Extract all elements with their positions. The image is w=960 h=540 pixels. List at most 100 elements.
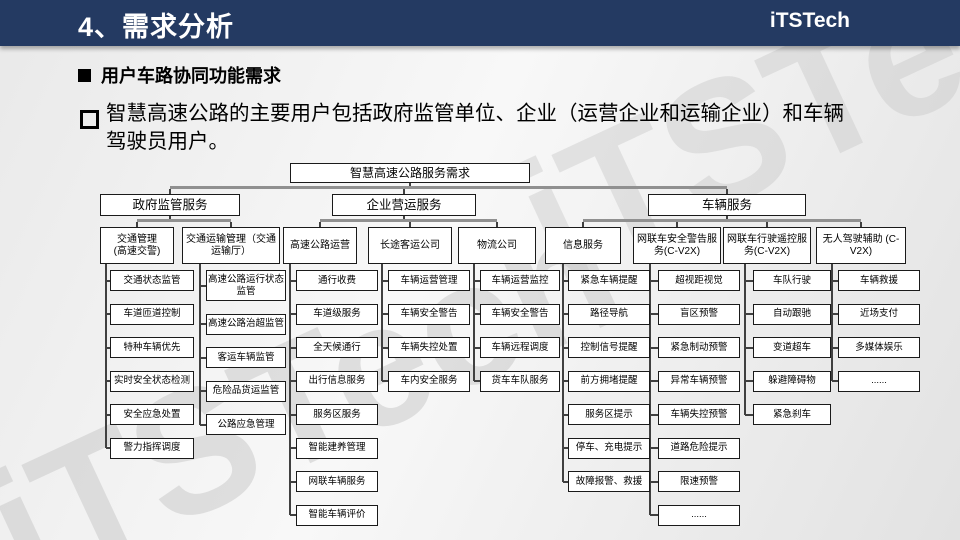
- connector-line: [726, 216, 728, 220]
- category-box: 高速公路运营: [283, 227, 357, 264]
- connector-line: [200, 323, 206, 325]
- category-box: 交通管理 (高速交警): [100, 227, 174, 264]
- section-heading-row: 用户车路协同功能需求: [78, 62, 281, 88]
- connector-line: [474, 346, 480, 349]
- leaf-box: 网联车辆服务: [296, 471, 378, 492]
- connector-line: [860, 222, 862, 227]
- leaf-box: 控制信号提醒: [568, 337, 650, 358]
- connector-line: [563, 380, 568, 382]
- connector-line: [744, 264, 746, 415]
- leaf-box: 实时安全状态检测: [110, 370, 194, 392]
- connector-line: [650, 480, 658, 483]
- category-box: 信息服务: [545, 227, 621, 264]
- leaf-box: 前方拥堵提醒: [568, 370, 650, 392]
- leaf-box: 路径导航: [568, 303, 650, 325]
- connector-line: [832, 313, 838, 315]
- connector-line: [403, 216, 405, 220]
- connector-line: [290, 346, 296, 349]
- leaf-box: 自动跟驰: [753, 303, 831, 325]
- leaf-box: 交通状态监管: [110, 270, 194, 291]
- leaf-box: 车道匝道控制: [110, 303, 194, 325]
- connector-line: [563, 346, 568, 349]
- leaf-box: 故障报警、救援: [568, 471, 650, 492]
- connector-line: [105, 264, 107, 448]
- leaf-box: 道路危险提示: [658, 437, 740, 459]
- leaf-box: 车辆远程调度: [480, 337, 560, 358]
- leaf-box: 停车、充电提示: [568, 437, 650, 459]
- page-title: 4、需求分析: [78, 12, 235, 42]
- leaf-box: 车辆失控处置: [388, 337, 470, 358]
- connector-line: [473, 264, 475, 381]
- leaf-box: 车道级服务: [296, 303, 378, 325]
- leaf-box: 紧急车辆提醒: [568, 270, 650, 291]
- connector-line: [106, 346, 110, 349]
- connector-line: [136, 222, 138, 227]
- connector-line: [650, 514, 658, 516]
- connector-line: [563, 413, 568, 416]
- connector-line: [382, 279, 388, 282]
- leaf-box: 车辆安全警告: [480, 303, 560, 325]
- leaf-box: 全天候通行: [296, 337, 378, 358]
- connector-line: [230, 222, 232, 227]
- connector-line: [403, 189, 405, 194]
- connector-line: [563, 279, 568, 282]
- section-heading: 用户车路协同功能需求: [101, 66, 281, 86]
- leaf-box: 限速预警: [658, 471, 740, 492]
- connector-line: [676, 222, 678, 227]
- connector-line: [766, 222, 768, 227]
- connector-line: [169, 216, 171, 220]
- connector-line: [832, 346, 838, 349]
- connector-line: [137, 219, 231, 222]
- category-box: 长途客运公司: [368, 227, 452, 264]
- connector-line: [382, 380, 388, 382]
- leaf-box: 车辆失控预警: [658, 404, 740, 425]
- leaf-box: 服务区提示: [568, 404, 650, 425]
- connector-line: [745, 313, 753, 315]
- connector-line: [382, 346, 388, 349]
- leaf-box: 车辆安全警告: [388, 303, 470, 325]
- connector-line: [290, 480, 296, 483]
- leaf-box: 异常车辆预警: [658, 370, 740, 392]
- tree-root-box: 智慧高速公路服务需求: [290, 163, 530, 183]
- category-box: 无人驾驶辅助 (C-V2X): [816, 227, 906, 264]
- connector-line: [106, 313, 110, 315]
- connector-line: [650, 447, 658, 449]
- leaf-box: 盲区预警: [658, 303, 740, 325]
- group-box: 车辆服务: [648, 194, 806, 216]
- category-box: 网联车行驶遥控服务(C-V2X): [723, 227, 811, 264]
- connector-line: [745, 279, 753, 282]
- connector-line: [563, 313, 568, 315]
- connector-line: [320, 219, 497, 222]
- connector-line: [650, 413, 658, 416]
- leaf-box: 智能车辆评价: [296, 504, 378, 526]
- connector-line: [170, 186, 727, 189]
- connector-line: [290, 279, 296, 282]
- connector-line: [381, 264, 383, 381]
- leaf-box: ......: [838, 370, 920, 392]
- connector-line: [745, 380, 753, 382]
- connector-line: [409, 222, 411, 227]
- leaf-box: 车内安全服务: [388, 370, 470, 392]
- leaf-box: 超视距视觉: [658, 270, 740, 291]
- leaf-box: 车辆救援: [838, 270, 920, 291]
- connector-line: [650, 313, 658, 315]
- connector-line: [583, 219, 861, 222]
- connector-line: [200, 390, 206, 392]
- connector-line: [106, 447, 110, 449]
- connector-line: [832, 380, 838, 382]
- leaf-box: 公路应急管理: [206, 414, 286, 435]
- connector-line: [106, 279, 110, 282]
- slide-header: 4、需求分析 iTSTech: [0, 0, 960, 46]
- connector-line: [169, 189, 171, 194]
- connector-line: [562, 264, 564, 482]
- leaf-box: 客运车辆监管: [206, 347, 286, 368]
- connector-line: [200, 284, 206, 287]
- connector-line: [106, 413, 110, 416]
- connector-line: [474, 380, 480, 382]
- leaf-box: 安全应急处置: [110, 404, 194, 425]
- category-box: 网联车安全警告服务(C-V2X): [633, 227, 721, 264]
- connector-line: [832, 279, 838, 282]
- group-box: 政府监管服务: [100, 194, 240, 216]
